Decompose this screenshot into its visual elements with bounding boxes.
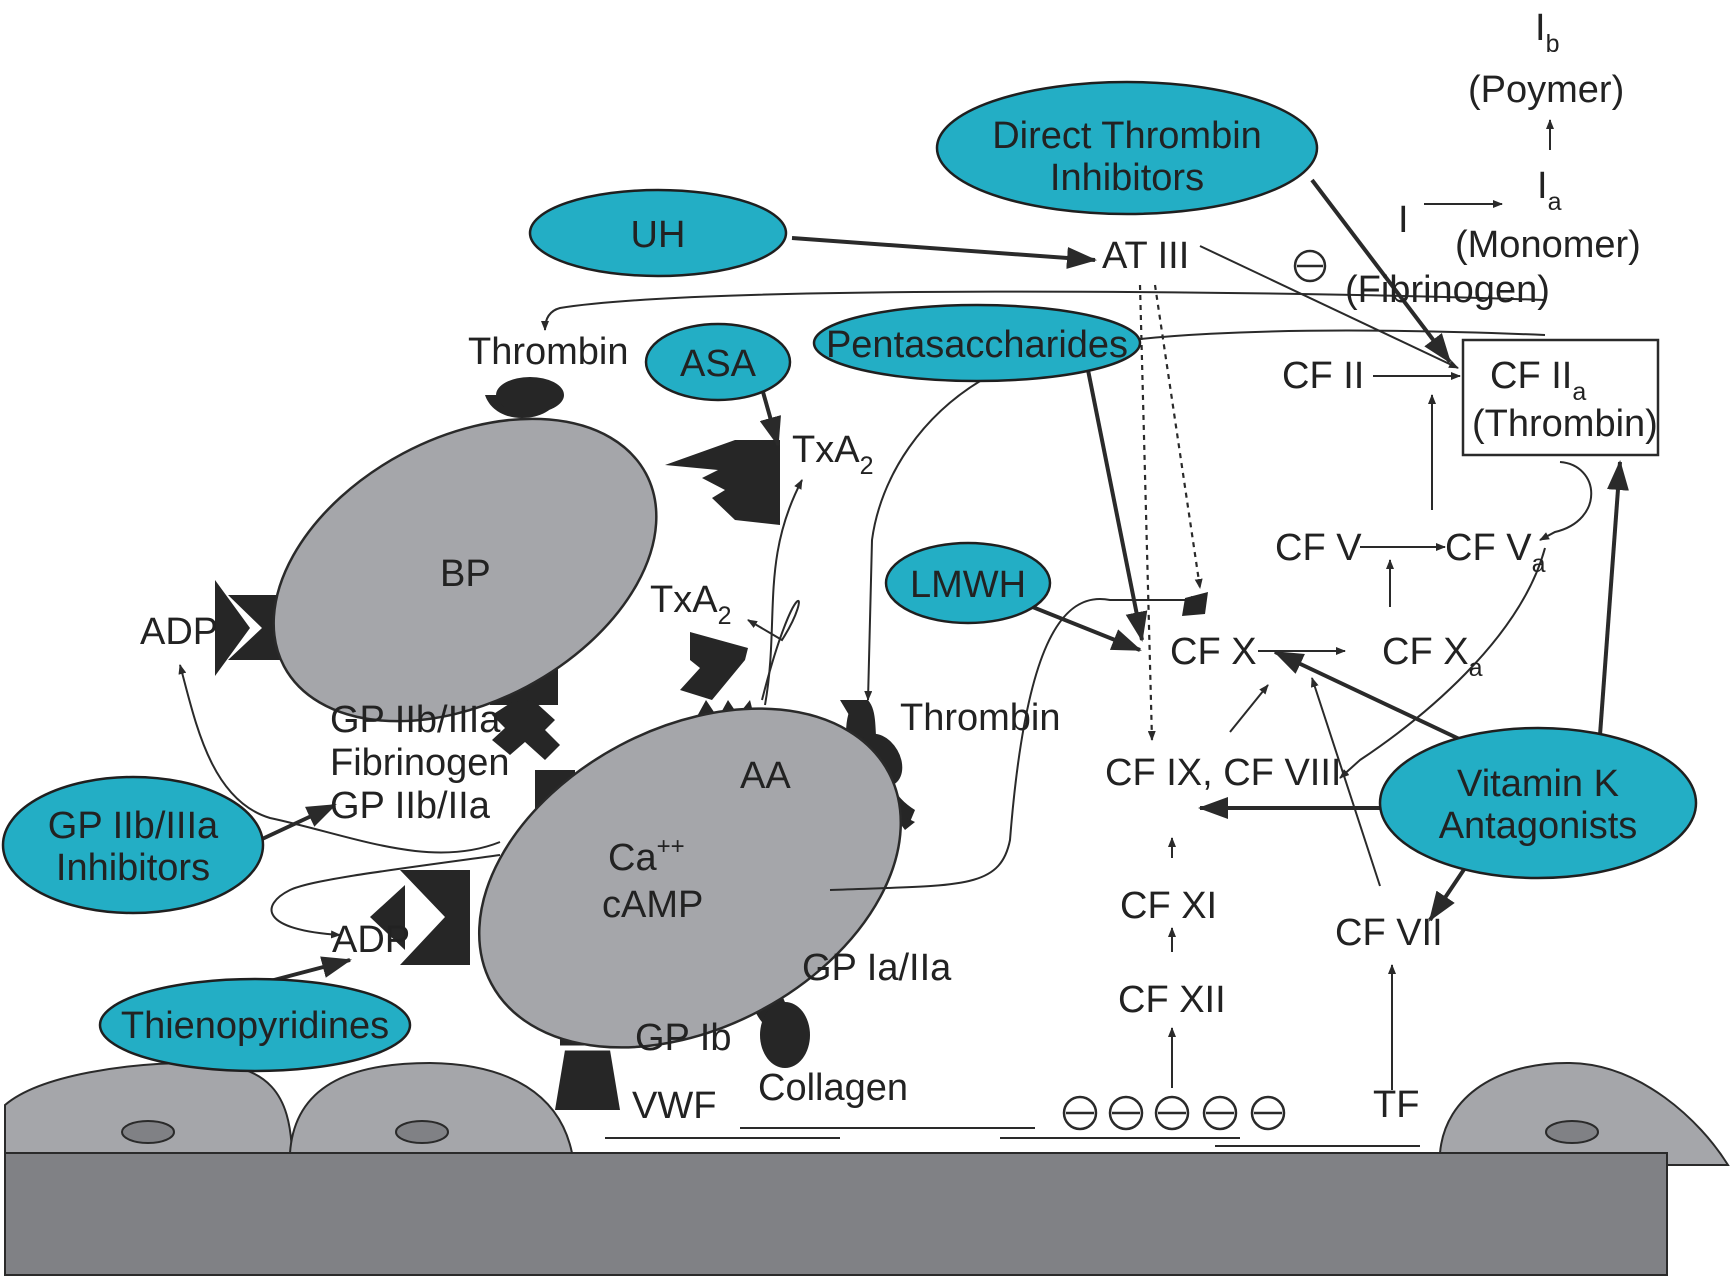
svg-text:Antagonists: Antagonists [1439,805,1638,847]
platelet-ca-label: Ca++ [608,833,685,879]
svg-text:Pentasaccharides: Pentasaccharides [826,324,1128,366]
cascade-cf5a: CF Va [1445,527,1546,578]
label-thrombin-mid: Thrombin [900,697,1061,739]
label-gp-ia-iia: GP Ia/IIa [802,947,952,989]
cascade-cf7: CF VII [1335,912,1443,954]
label-vwf: VWF [632,1085,716,1127]
drug-lmwh: LMWH [884,541,1052,625]
cascade-polymer: (Poymer) [1468,69,1624,111]
drug-thienopyridines: Thienopyridines [98,977,412,1073]
cascade-i-b: Ib [1535,7,1559,58]
svg-text:Inhibitors: Inhibitors [1050,157,1204,199]
at3-target-mark [1182,592,1208,616]
cascade-cf10: CF X [1170,631,1257,673]
cell-nucleus-2 [395,1120,449,1144]
cascade-i: I [1398,199,1409,241]
cascade-fibrinogen: (Fibrinogen) [1345,269,1550,311]
endothelial-cell-2 [288,1061,574,1154]
endothelial-cell-3 [1438,1061,1730,1166]
vessel-wall [4,1152,1668,1276]
label-txa2-mid: TxA2 [650,579,731,630]
label-gp-iib-iiia: GP IIb/IIIa [330,699,501,741]
cascade-i-a: Ia [1537,165,1562,216]
label-txa2-top: TxA2 [792,429,873,480]
cell-nucleus-1 [121,1120,175,1144]
platelet-bp [272,417,658,723]
svg-text:Direct Thrombin: Direct Thrombin [992,115,1262,157]
platelet-camp-label: cAMP [602,884,703,926]
drug-pentasaccharides: Pentasaccharides [812,303,1142,383]
svg-text:Thienopyridines: Thienopyridines [121,1005,389,1047]
cascade-cf5: CF V [1275,527,1362,569]
svg-text:LMWH: LMWH [910,564,1026,606]
cascade-cf9-8: CF IX, CF VIII [1105,752,1341,794]
svg-text:GP IIb/IIIa: GP IIb/IIIa [48,805,219,847]
cascade-monomer: (Monomer) [1455,224,1641,266]
cascade-thrombin-box-label: (Thrombin) [1472,403,1658,445]
drug-gp-iib-iiia-inhibitors: GP IIb/IIIa Inhibitors [1,775,265,915]
cascade-cf11: CF XI [1120,885,1217,927]
cascade-cf10a: CF Xa [1382,631,1483,682]
label-adp-top: ADP [140,611,218,653]
label-tf: TF [1373,1084,1419,1126]
platelet-bp-label: BP [440,553,491,595]
label-thrombin-top: Thrombin [468,331,629,373]
platelet-aa-label: AA [740,755,791,797]
platelet-activated [477,707,903,1049]
thrombin-box [1461,338,1660,457]
svg-text:Vitamin K: Vitamin K [1457,763,1619,805]
label-gp-iib-iia: GP IIb/IIa [330,785,491,827]
label-adp-bottom: ADP [332,919,410,961]
drug-asa: ASA [644,322,792,402]
svg-text:Inhibitors: Inhibitors [56,847,210,889]
label-fibrinogen-bridge: Fibrinogen [330,742,510,784]
cascade-cf2a: CF IIa [1490,355,1586,406]
drug-vitamin-k-antagonists: Vitamin K Antagonists [1378,726,1698,880]
svg-text:ASA: ASA [680,343,757,385]
svg-text:UH: UH [631,214,686,256]
drug-uh: UH [528,188,788,278]
subendothelial-lines [605,1127,1420,1147]
cascade-cf2: CF II [1282,355,1364,397]
cascade-at3: AT III [1102,235,1189,277]
cell-nucleus-3 [1545,1120,1599,1144]
cascade-cf12: CF XII [1118,979,1226,1021]
label-gp-ib: GP Ib [635,1017,731,1059]
negative-charges [1062,249,1327,1131]
label-collagen: Collagen [758,1067,908,1109]
drug-direct-thrombin-inhibitors: Direct Thrombin Inhibitors [935,80,1319,216]
